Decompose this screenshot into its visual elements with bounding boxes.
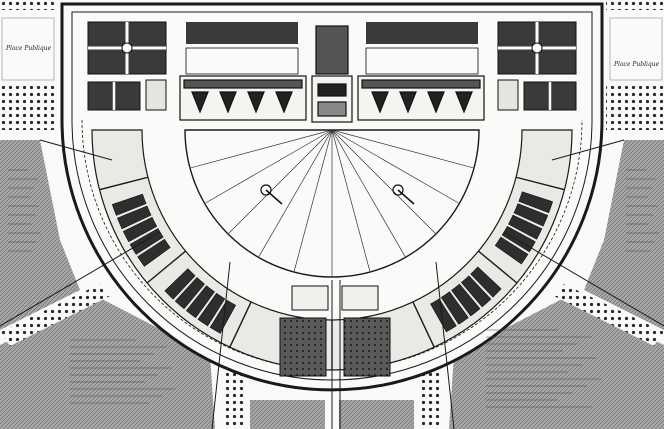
court-ray-4 — [331, 129, 406, 257]
garden-plot-9 — [430, 298, 457, 333]
court-ray-9 — [228, 129, 333, 234]
court-ray-1 — [331, 129, 474, 169]
parterre-top-right — [497, 21, 577, 111]
garden-plot-11 — [197, 292, 226, 327]
place-label-left: Place Publique — [5, 45, 52, 52]
court-top-right — [365, 47, 479, 75]
garden-plot-4 — [494, 236, 529, 265]
trees-diag-left — [0, 284, 110, 346]
garden-plot-8 — [440, 291, 469, 325]
garden-plot-18 — [116, 205, 152, 230]
trees-top-left — [0, 0, 58, 10]
ring-wall-0 — [515, 176, 565, 191]
directors-house — [311, 25, 353, 123]
garden-plot-19 — [111, 193, 147, 216]
court-monument-right — [392, 184, 415, 205]
field-left-mid — [0, 140, 80, 330]
trees-top-right — [606, 0, 664, 10]
garden-plot-12 — [185, 285, 215, 319]
place-square-left — [1, 17, 55, 81]
forecourt-left — [186, 22, 298, 44]
ring-wall-1 — [477, 250, 518, 284]
trees-right-column — [606, 85, 664, 130]
field-bottom-center-left — [250, 400, 325, 429]
ring-wall-5 — [146, 250, 187, 284]
trees-left-column — [0, 85, 58, 130]
forecourt-right — [366, 22, 478, 44]
court-ray-5 — [331, 129, 371, 272]
garden-plot-2 — [508, 214, 543, 240]
garden-plot-7 — [451, 283, 481, 317]
court-ray-11 — [190, 129, 333, 169]
trees-avenue-left — [222, 370, 244, 429]
court-ray-2 — [331, 129, 459, 204]
surrounding-fields — [0, 140, 664, 429]
parterre-top-left — [87, 21, 167, 111]
garden-plot-15 — [137, 238, 171, 267]
court-top-left — [185, 47, 299, 75]
court-monument-left — [260, 184, 283, 205]
garden-plot-17 — [122, 217, 158, 243]
garden-plot-14 — [164, 268, 196, 300]
field-right-mid — [584, 140, 664, 330]
trees-avenue-right — [420, 370, 442, 429]
trees-diag-right — [554, 284, 664, 346]
court-ray-3 — [331, 129, 436, 234]
pavilion-left — [145, 79, 167, 111]
garden-plot-0 — [518, 191, 554, 214]
gatehouse — [279, 285, 391, 377]
legend-fine-print — [8, 169, 659, 408]
building-hall-left — [179, 75, 307, 121]
court-ray-8 — [258, 129, 333, 257]
ring-wall-4 — [229, 301, 252, 348]
garden-plot-1 — [513, 203, 549, 227]
building-hall-right — [357, 75, 485, 121]
court-radiating-lines — [190, 129, 474, 276]
field-bottom-center-right — [339, 400, 414, 429]
radial-avenues — [0, 139, 664, 429]
garden-plot-13 — [174, 277, 205, 310]
court-ray-10 — [205, 129, 333, 204]
ring-garden-plots — [111, 191, 554, 334]
place-square-right — [609, 17, 663, 81]
ring-wall-6 — [99, 176, 149, 191]
court-ray-7 — [293, 129, 333, 272]
garden-plot-6 — [460, 275, 492, 308]
place-label-right: Place Publique — [613, 61, 660, 68]
garden-plot-10 — [209, 299, 237, 334]
inner-wall — [71, 11, 593, 381]
pavilion-right — [497, 79, 519, 111]
ring-wall-2 — [412, 301, 435, 348]
garden-plot-5 — [470, 266, 502, 298]
